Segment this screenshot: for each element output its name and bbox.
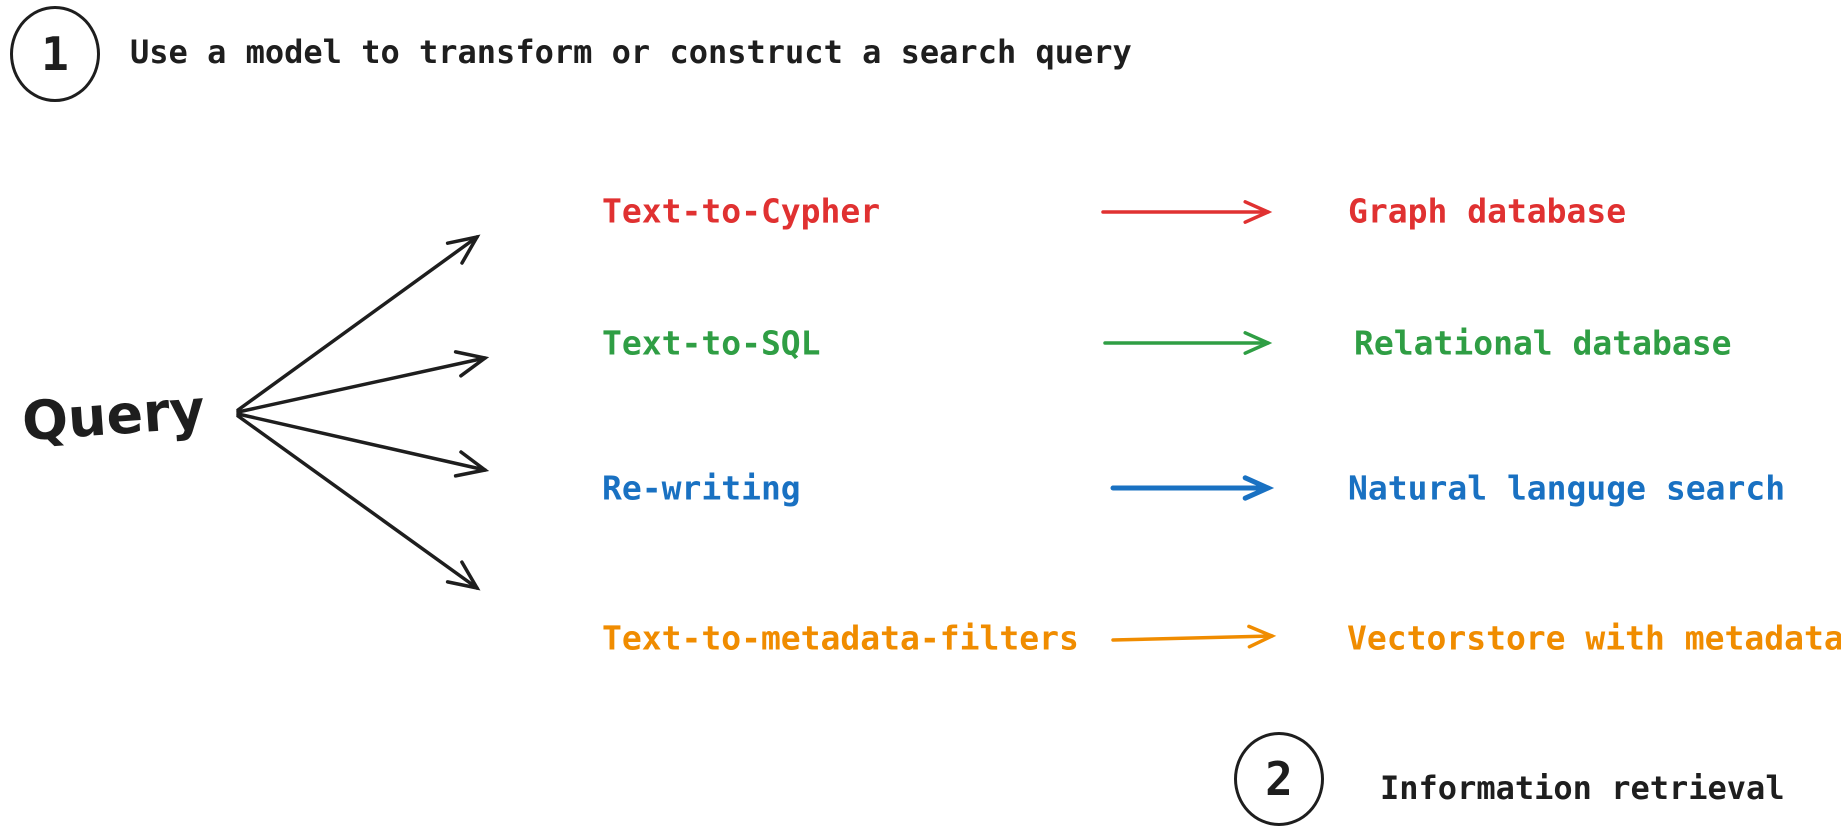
step-2-number: 2 <box>1265 752 1293 806</box>
arrow-metadata-to-vectorstore <box>1111 624 1277 649</box>
step-1-caption: Use a model to transform or construct a … <box>130 33 1132 71</box>
target-label-graph-database: Graph database <box>1348 191 1627 231</box>
fan-arrow-to-text-to-metadata-filters <box>236 414 481 591</box>
target-label-vectorstore-with-metadata: Vectorstore with metadata <box>1347 618 1841 658</box>
fan-arrow-to-re-writing <box>236 412 490 478</box>
step-2-caption: Information retrieval <box>1380 769 1785 807</box>
method-label-text-to-metadata-filters: Text-to-metadata-filters <box>602 618 1079 658</box>
step-1-circle: 1 <box>10 6 100 102</box>
query-node-label: Query <box>20 377 207 454</box>
arrow-cypher-to-graph-db <box>1101 200 1273 224</box>
arrow-rewriting-to-nl-search <box>1110 475 1275 501</box>
method-label-text-to-cypher: Text-to-Cypher <box>602 191 881 231</box>
fan-arrow-to-text-to-sql <box>236 350 490 414</box>
step-1-number: 1 <box>41 27 69 81</box>
method-label-text-to-sql: Text-to-SQL <box>602 323 821 363</box>
fan-arrow-to-text-to-cypher <box>236 234 481 412</box>
method-label-re-writing: Re-writing <box>602 468 801 508</box>
arrow-sql-to-relational-db <box>1103 331 1273 355</box>
step-2-circle: 2 <box>1234 732 1324 826</box>
target-label-natural-language-search: Natural languge search <box>1348 468 1786 508</box>
target-label-relational-database: Relational database <box>1354 323 1732 363</box>
